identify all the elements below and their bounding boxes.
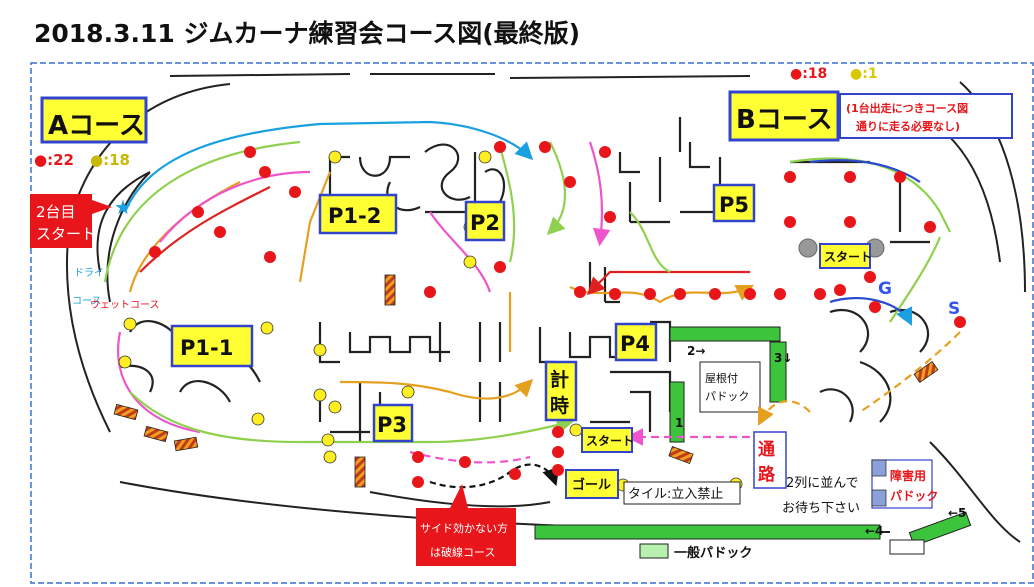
disabled-paddock-line2: パドック (890, 489, 938, 503)
timing-line1: 計 (550, 368, 569, 391)
course-b-note-box (839, 93, 1013, 139)
pylon-label-p1-1: P1-1 (180, 336, 233, 360)
dry-course-line1: ドライ (74, 267, 104, 279)
roofed-paddock-line1: 屋根付 (705, 371, 738, 385)
start2-line2: スタート (36, 225, 96, 243)
course-a-red-count: ●:22 (34, 151, 74, 169)
pylon-labels: P1-2 P2 P5 P1-1 P4 P3 (170, 183, 756, 443)
course-a-label: Aコース (48, 111, 145, 141)
course-b-note-line2: 通りに走る必要なし) (856, 119, 960, 133)
legend-yellow-count: ●:1 (850, 66, 878, 82)
disabled-paddock-line1: 障害用 (890, 468, 926, 483)
route-orange-b2 (760, 331, 961, 422)
route-blue (123, 120, 534, 213)
roofed-paddock-line2: パドック (705, 390, 749, 403)
page-title: 2018.3.11 ジムカーナ練習会コース図(最終版) (34, 19, 581, 48)
route-green (103, 140, 566, 283)
wet-course-label: ウェットコース (90, 299, 160, 311)
paddock-number-4: ←4 (865, 524, 883, 538)
sight-note-line2: は破線コース (430, 545, 495, 559)
start-star-icon: ★ (114, 195, 132, 219)
a-goal-box (565, 469, 619, 499)
course-b-label: Bコース (736, 105, 833, 135)
a-start-box (581, 427, 633, 453)
general-paddock-label: 一般パドック (674, 545, 752, 561)
pylon-label-p2: P2 (470, 211, 500, 235)
paddock-number-3: 3↓ (774, 351, 792, 365)
red-cones (149, 141, 966, 488)
course-b-box (728, 90, 840, 142)
pylon-label-p5: P5 (719, 193, 749, 217)
route-blue-b (809, 159, 920, 322)
passage-line1: 通 (758, 440, 775, 460)
pylon-label-p1-2: P1-2 (328, 204, 381, 228)
queue-note-line2: お待ち下さい (782, 501, 860, 516)
passage-line2: 路 (758, 464, 776, 485)
timing-line2: 時 (550, 395, 569, 417)
small-box (889, 539, 925, 555)
sight-callout (416, 484, 516, 566)
paddock-blocks (534, 326, 972, 547)
sight-note-line1: サイド効かない方 (420, 521, 508, 535)
pylon-label-p3: P3 (377, 413, 407, 437)
pylon-label-p4: P4 (620, 332, 650, 356)
start2-callout (30, 194, 112, 248)
dry-course-line2: コース (72, 296, 102, 307)
paddock-number-5: ←5 (948, 506, 966, 520)
b-start-box (819, 243, 871, 269)
legend-red-count: ●:18 (790, 66, 827, 82)
goal-g: G (878, 279, 892, 299)
course-map: 1 2→ 3↓ ←4 ←5 屋根付 パドック (30, 62, 1034, 584)
start-s: S (948, 299, 960, 319)
timing-box (544, 360, 578, 422)
tile-note: タイル:立入禁止 (628, 487, 723, 502)
route-orange-a2 (339, 378, 534, 400)
tile-note-box (623, 481, 741, 505)
hatched-barriers (113, 274, 939, 488)
queue-note-line1: 2列に並んで (786, 476, 859, 491)
b-start-label: スタート (824, 250, 872, 264)
start2-line1: 2台目 (36, 203, 76, 221)
paddock-number-1: 1 (675, 416, 683, 430)
course-a-box (40, 96, 148, 144)
route-red (139, 186, 750, 292)
general-paddock-swatch (639, 543, 669, 559)
passage-box (753, 431, 787, 489)
roofed-paddock-box (699, 361, 761, 413)
routes (103, 120, 961, 489)
a-goal-label: ゴール (572, 477, 611, 493)
course-a-yellow-count: ●:18 (90, 151, 130, 169)
route-green-a2 (129, 391, 575, 444)
a-start-label: スタート (586, 434, 634, 448)
paddock-number-2: 2→ (687, 344, 705, 358)
course-b-note-line1: (1台出走につきコース図 (846, 101, 968, 115)
